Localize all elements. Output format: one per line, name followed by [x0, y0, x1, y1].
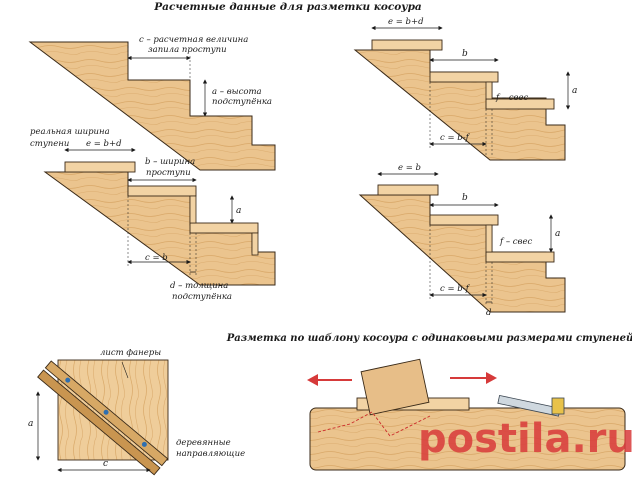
label-rails: деревянные [176, 438, 231, 448]
label-e: e = b [398, 163, 421, 173]
template-tilted [360, 358, 430, 416]
label-d: d – толщина [170, 281, 228, 291]
label-a-2: подступёнка [212, 97, 272, 107]
square-tool-icon [497, 394, 565, 417]
riser-1 [189, 195, 197, 224]
label-d: d [486, 308, 492, 318]
tread-1 [377, 184, 439, 196]
label-e: e = b+d [86, 139, 122, 149]
label-b-2: проступи [146, 168, 191, 178]
label-c: c [103, 459, 108, 469]
label-f: f – свес [499, 237, 533, 247]
wooden-rail-bottom [37, 369, 161, 476]
label-b: b [462, 49, 468, 59]
tread-3 [485, 98, 555, 110]
stringer-body [28, 41, 276, 171]
label-a: a – высота [212, 87, 262, 97]
arrow-left-icon [307, 374, 318, 386]
tread-1 [64, 161, 136, 173]
tread-2 [127, 185, 197, 197]
rail-screw [141, 441, 147, 447]
diagram-stringer-basic: c – расчетная величина запила проступи a… [28, 35, 276, 171]
label-c: c = b-f [440, 133, 471, 143]
plywood-template: лист фанеры a c деревянные направляющие [28, 348, 245, 476]
label-a: a [572, 86, 577, 96]
label-c: c = b [145, 253, 168, 263]
riser-2 [251, 232, 259, 256]
rail-screw [103, 409, 109, 415]
stringer-body [353, 49, 566, 161]
label-c: c – расчетная величина [139, 35, 248, 45]
label-b: b – ширина [145, 157, 195, 167]
watermark: postila.ru [418, 416, 632, 462]
label-a: a [28, 419, 33, 429]
riser [485, 224, 493, 253]
label-a: a [236, 206, 241, 216]
label-d-2: подступёнка [172, 292, 232, 302]
tread-2 [429, 71, 499, 83]
board-marking-scene: postila.ru [307, 358, 632, 471]
diagram-stringer-overhang: e = b+d b a f – свес c = b-f [353, 17, 577, 161]
diagram-stringer-overhang-alt: e = b b a f – свес c = b-f d [358, 163, 566, 318]
label-a: a [555, 229, 560, 239]
tread-2 [429, 214, 499, 226]
title-top: Расчетные данные для разметки косоура [153, 1, 422, 13]
label-sheet: лист фанеры [100, 348, 161, 358]
label-c: c = b-f [440, 284, 471, 294]
tread-1 [371, 39, 443, 51]
tread-3 [189, 222, 259, 234]
diagram-stringer-with-treads: реальная ширина ступени e = b+d b – шири… [30, 127, 276, 302]
label-real-width-2: ступени [30, 139, 69, 149]
title-bottom: Разметка по шаблону косоура с одинаковым… [226, 333, 632, 344]
label-rails-2: направляющие [176, 449, 245, 459]
label-f: f – свес [495, 93, 529, 103]
marking-line [317, 411, 431, 437]
arrow-right-icon [486, 372, 497, 384]
rail-screw [65, 377, 71, 383]
label-c-2: запила проступи [148, 45, 227, 55]
label-real-width: реальная ширина [30, 127, 110, 137]
riser [485, 81, 493, 100]
label-e: e = b+d [388, 17, 424, 27]
tread-3 [485, 251, 555, 263]
label-b: b [462, 193, 468, 203]
